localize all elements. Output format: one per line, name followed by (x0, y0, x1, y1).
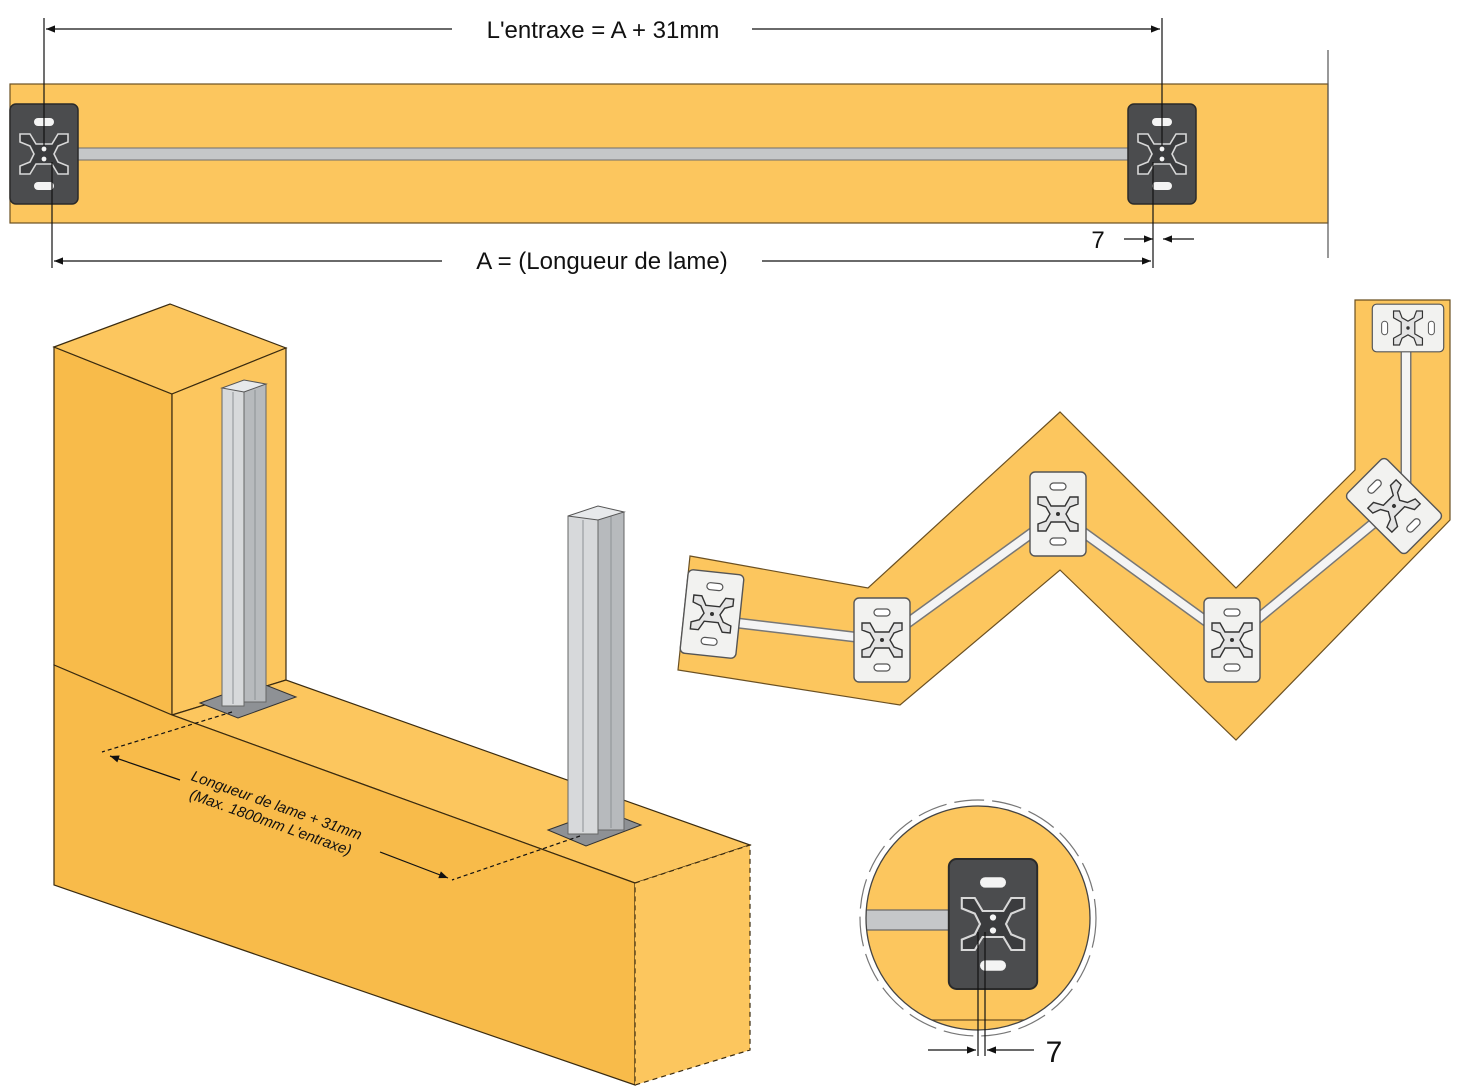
zz-plate-1 (679, 568, 745, 660)
iso-dim-dash1 (101, 711, 233, 753)
iso-post2-top (567, 505, 626, 521)
detail-view: 7 (859, 799, 1097, 1069)
zigzag-plan-view (677, 299, 1451, 741)
wall-left-front-face (53, 346, 173, 716)
zz-plate-4 (1203, 597, 1261, 683)
iso-dim-arrow-left (109, 755, 181, 781)
zz-plate-3 (1029, 471, 1087, 557)
iso-dim-arrow-right (379, 851, 449, 879)
blade-bar (69, 147, 1151, 161)
wall-long-end-face (634, 844, 751, 1086)
isometric-wall-view: Longueur de lame + 31mm (Max. 1800mm L'e… (52, 303, 752, 1086)
zz-plate-2 (853, 597, 911, 683)
detail-gap-label: 7 (1046, 1036, 1063, 1069)
zz-plate-6 (1371, 303, 1445, 353)
detail-dashed-circle (859, 799, 1097, 1037)
zz-bar-2-fill (881, 510, 1061, 644)
zz-bar-3-fill (1055, 510, 1235, 644)
entraxe-label: L'entraxe = A + 31mm (487, 17, 720, 44)
zz-bar-1-fill (711, 616, 881, 644)
detail-plate (947, 857, 1039, 991)
iso-post1-top (220, 379, 268, 393)
lame-label: A = (Longueur de lame) (476, 248, 728, 275)
gap-top-label: 7 (1091, 227, 1104, 254)
top-plan-view: L'entraxe = A + 31mm A = (Longueur de la… (9, 17, 1329, 275)
iso-dim-dash2 (451, 835, 581, 881)
